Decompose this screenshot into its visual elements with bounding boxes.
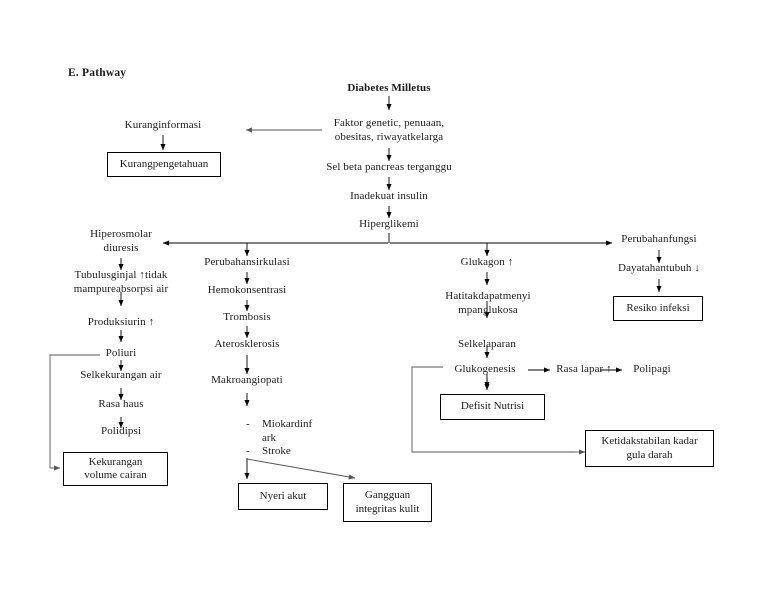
node-glukogenesis: Glukogenesis [454, 363, 516, 375]
list-item: - Stroke [246, 445, 336, 459]
node-kurang-informasi: Kuranginformasi [124, 119, 202, 131]
node-perubahan-sirkulasi: Perubahansirkulasi [204, 256, 290, 268]
node-sel-kelaparan: Selkelaparan [457, 338, 516, 350]
box-resiko-infeksi: Resiko infeksi [613, 296, 703, 321]
box-ketidakstabilan-kadar-gula-darah: Ketidakstabilan kadar gula darah [585, 430, 714, 467]
list-item-miokard-infark: Miokardinf ark [262, 418, 313, 444]
node-trombosis: Trombosis [223, 311, 271, 323]
list-item-stroke: Stroke [262, 445, 291, 457]
node-rasa-haus: Rasa haus [98, 398, 144, 410]
node-tubulus-ginjal: Tubulusginjal ↑tidak mampureabsorpsi air [73, 269, 169, 295]
box-kekurangan-volume-cairan: Kekurangan volume cairan [63, 452, 168, 486]
node-aterosklerosis: Aterosklerosis [214, 338, 280, 350]
bullet-dash: - [246, 418, 250, 430]
node-poliuri: Poliuri [105, 347, 137, 359]
node-sel-kekurangan-air: Selkekurangan air [80, 369, 162, 381]
node-faktor-risiko: Faktor genetic, penuaan, obesitas, riway… [333, 117, 445, 143]
list-item: - Miokardinf ark [246, 418, 336, 445]
node-hemokonsentrasi: Hemokonsentrasi [207, 284, 287, 296]
node-rasa-lapar: Rasa lapar ↑ [556, 363, 612, 375]
node-inadekuat-insulin: Inadekuat insulin [350, 190, 428, 202]
node-diabetes-milletus: Diabetes Milletus [347, 82, 431, 94]
list-komplikasi-makrovaskular: - Miokardinf ark - Stroke [246, 418, 336, 459]
box-gangguan-integritas-kulit: Gangguan integritas kulit [343, 483, 432, 522]
node-makroangiopati: Makroangiopati [211, 374, 283, 386]
box-kurang-pengetahuan: Kurangpengetahuan [107, 152, 221, 177]
node-produksi-urin: Produksiurin ↑ [87, 316, 155, 328]
node-perubahan-fungsi: Perubahanfungsi [621, 233, 697, 245]
node-hiperglikemi: Hiperglikemi [359, 218, 419, 230]
node-sel-beta-pancreas: Sel beta pancreas terganggu [326, 161, 452, 173]
bullet-dash: - [246, 445, 250, 457]
node-polidipsi: Polidipsi [100, 425, 142, 437]
box-nyeri-akut: Nyeri akut [238, 483, 328, 510]
node-hiperosmolar-diuresis: Hiperosmolar diuresis [90, 228, 152, 254]
page-title: E. Pathway [68, 67, 127, 79]
node-polipagi: Polipagi [633, 363, 671, 375]
box-defisit-nutrisi: Defisit Nutrisi [440, 394, 545, 420]
node-daya-tahan-tubuh: Dayatahantubuh ↓ [618, 262, 700, 274]
node-glukagon: Glukagon ↑ [460, 256, 514, 268]
node-hati-tidak-dapat-menyimpan-glukosa: Hatitakdapatmenyi mpanglukosa [445, 290, 531, 316]
